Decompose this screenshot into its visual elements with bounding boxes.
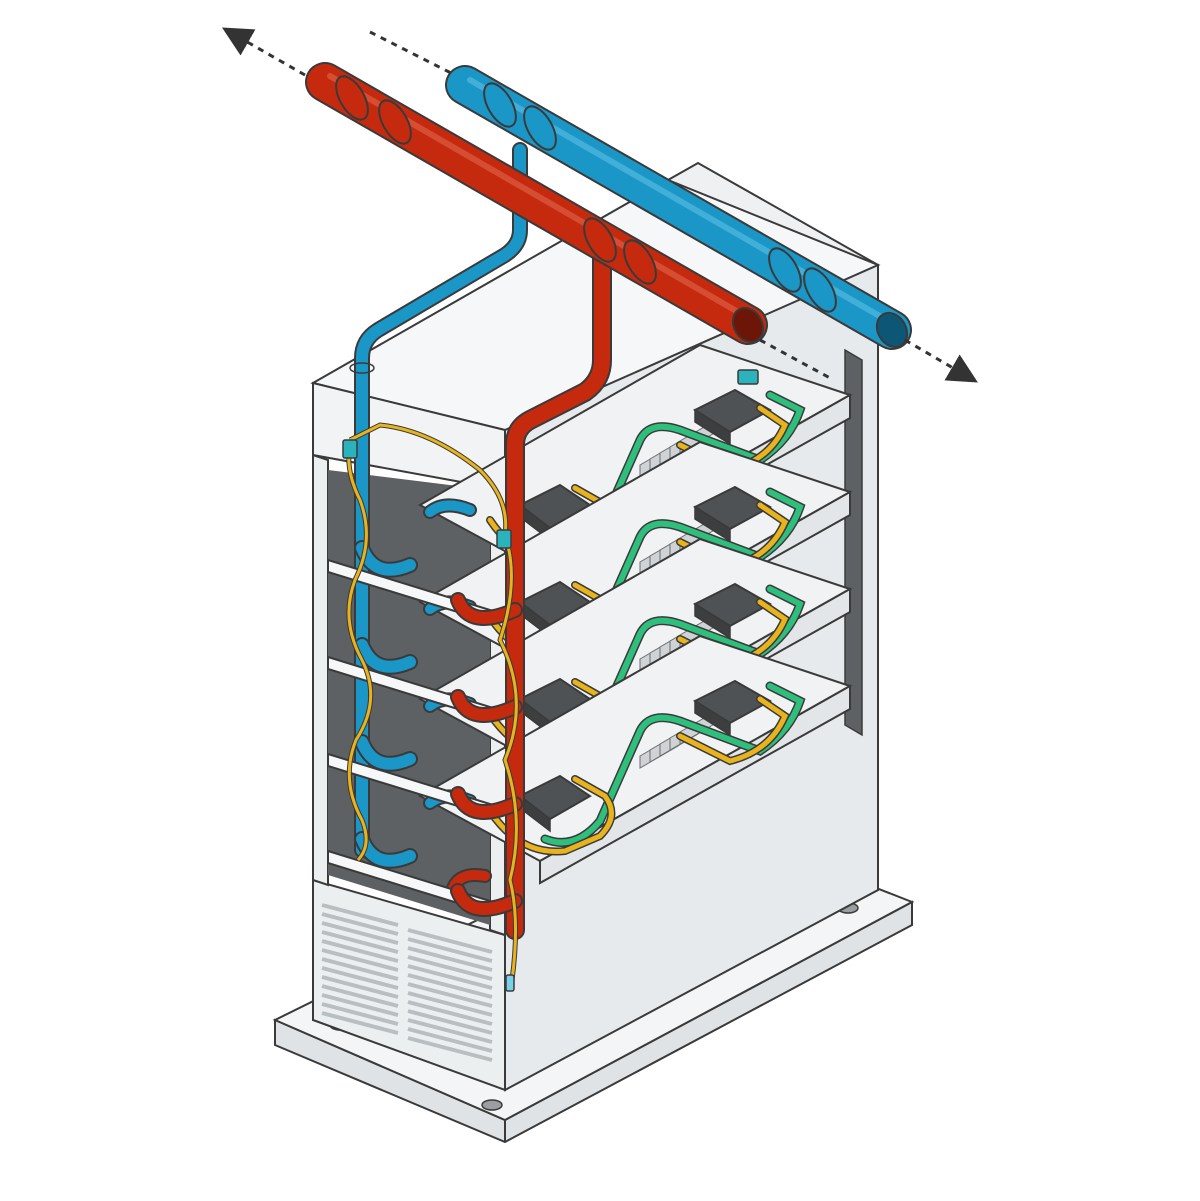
flow-out-arrow-icon: [759, 338, 978, 383]
hot-supply-riser: [505, 245, 612, 940]
pipe-coupler: [803, 267, 837, 313]
sensor-node-icon: [737, 369, 759, 385]
vent-grille: [321, 903, 493, 1062]
front-rail: [327, 831, 523, 917]
sensor-node-icon: [342, 439, 358, 459]
sensor-node-icon: [496, 529, 512, 549]
flow-out-arrow-icon: [221, 27, 306, 77]
hot-manifold-pipe: [305, 62, 768, 345]
pipe-coupler: [583, 217, 617, 263]
pipe-coupler: [483, 82, 517, 128]
flow-in-arrow-icon: [369, 30, 456, 77]
pipe-coupler: [768, 247, 802, 293]
coolant-line-green: [542, 683, 804, 846]
cold-u-loop: [356, 736, 416, 770]
hot-u-loop: [452, 885, 521, 915]
cold-stub: [425, 500, 475, 517]
pipe-coupler: [378, 99, 412, 145]
hot-u-loop: [452, 691, 521, 721]
server-trays: [417, 343, 853, 898]
pipe-coupler: [523, 105, 557, 151]
hot-u-loop: [452, 788, 521, 818]
pipe-coupler: [335, 75, 369, 121]
server-tray: [417, 634, 853, 898]
cold-return-riser: [349, 142, 528, 858]
pipe-coupler: [623, 239, 657, 285]
cold-manifold-pipe: [445, 65, 912, 350]
cable-end-icon: [505, 974, 515, 992]
front-rail: [327, 734, 523, 820]
sensor-cable: [342, 369, 759, 992]
cold-u-loop: [356, 639, 416, 673]
